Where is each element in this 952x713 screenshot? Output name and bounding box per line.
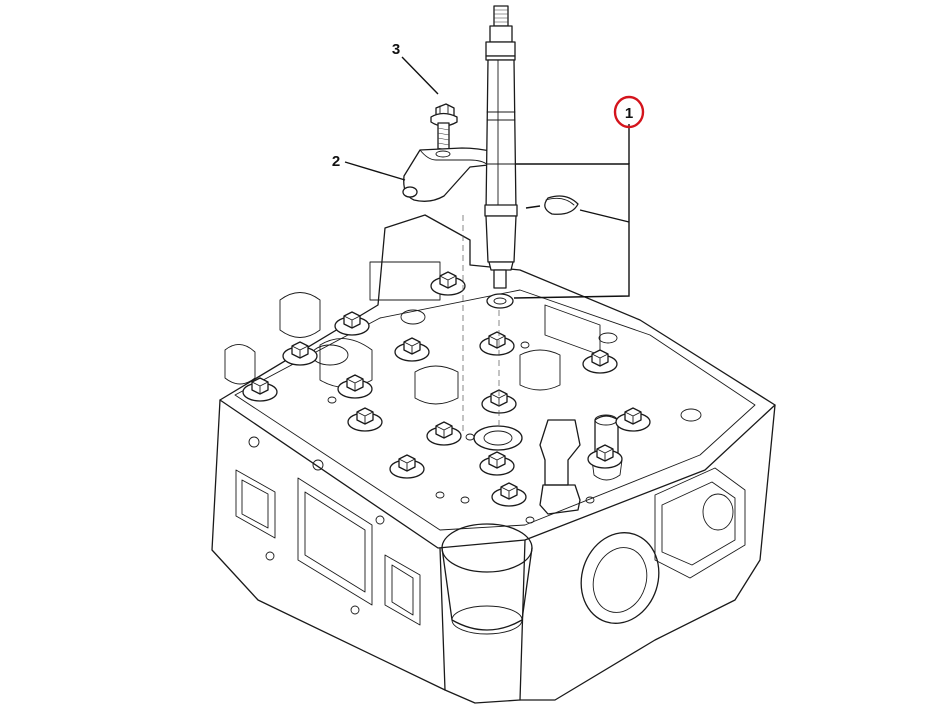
head-bolt	[479, 331, 515, 356]
callout-3[interactable]: 3	[392, 41, 400, 58]
head-bolt	[479, 451, 515, 476]
head-bolt	[334, 311, 370, 336]
assembly-centerlines	[462, 215, 500, 432]
head-bolt	[430, 271, 466, 296]
head-bolt	[282, 341, 318, 366]
head-bolts	[242, 271, 651, 507]
head-bolt	[615, 407, 651, 432]
cylinder-head	[211, 214, 776, 704]
head-bolt	[394, 337, 430, 362]
cylinder-head-internals	[224, 261, 623, 524]
injector-washer	[486, 293, 514, 309]
callout-3-label: 3	[392, 41, 400, 58]
bolt-part-3	[430, 103, 458, 154]
callout-2[interactable]: 2	[332, 153, 340, 170]
head-bolt	[347, 407, 383, 432]
injector-o-ring	[525, 195, 579, 215]
highlight-ring	[613, 95, 645, 129]
callout-1[interactable]: 1	[613, 95, 645, 129]
injector-part-1	[484, 5, 518, 289]
leader-lines	[344, 56, 630, 299]
head-bolt	[582, 349, 618, 374]
clamp-part-2	[402, 147, 496, 202]
head-bolt	[491, 482, 527, 507]
head-bolt	[426, 421, 462, 446]
head-bolt	[337, 374, 373, 399]
head-bolt	[389, 454, 425, 479]
head-bolt	[242, 377, 278, 402]
head-bolt	[587, 444, 623, 469]
callout-2-label: 2	[332, 153, 340, 170]
callout-1-label: 1	[625, 105, 633, 122]
